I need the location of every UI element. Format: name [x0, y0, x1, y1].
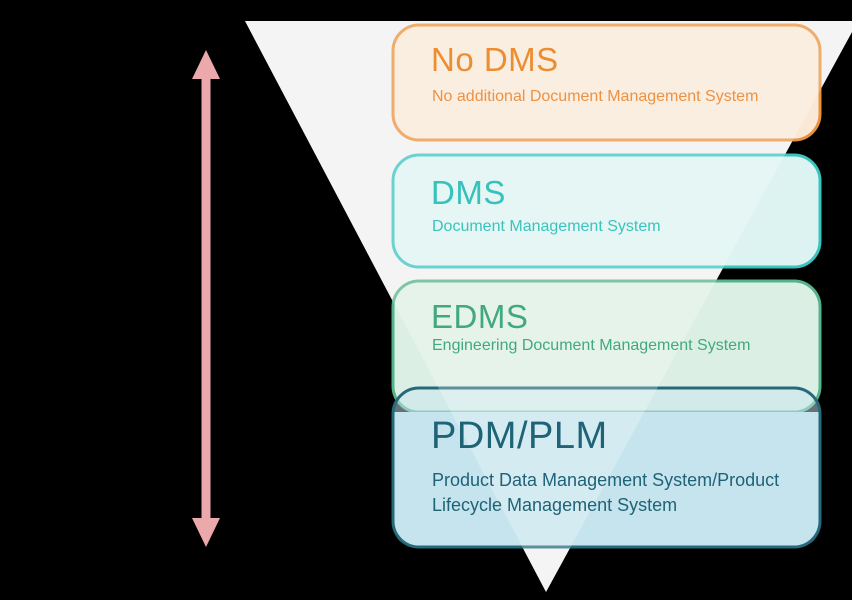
range-arrow-head-up-icon [192, 50, 220, 79]
range-arrow-head-down-icon [192, 518, 220, 547]
level-box-pdm-plm [391, 386, 822, 549]
level-subtitle-no-dms: No additional Document Management System [432, 88, 759, 105]
level-subtitle-edms: Engineering Document Management System [432, 337, 751, 354]
level-title-edms: EDMS [431, 298, 529, 335]
level-title-dms: DMS [431, 174, 506, 211]
level-subtitle-pdm-plm: Product Data Management System/Product L… [432, 470, 780, 516]
level-title-pdm-plm: PDM/PLM [431, 415, 608, 457]
funnel-highlight-overlay [245, 21, 852, 592]
level-title-no-dms: No DMS [431, 41, 559, 78]
range-arrow-icon [192, 50, 220, 547]
level-subtitle-dms: Document Management System [432, 218, 661, 235]
level-box-no-dms [391, 23, 822, 142]
level-box-dms [391, 153, 822, 269]
